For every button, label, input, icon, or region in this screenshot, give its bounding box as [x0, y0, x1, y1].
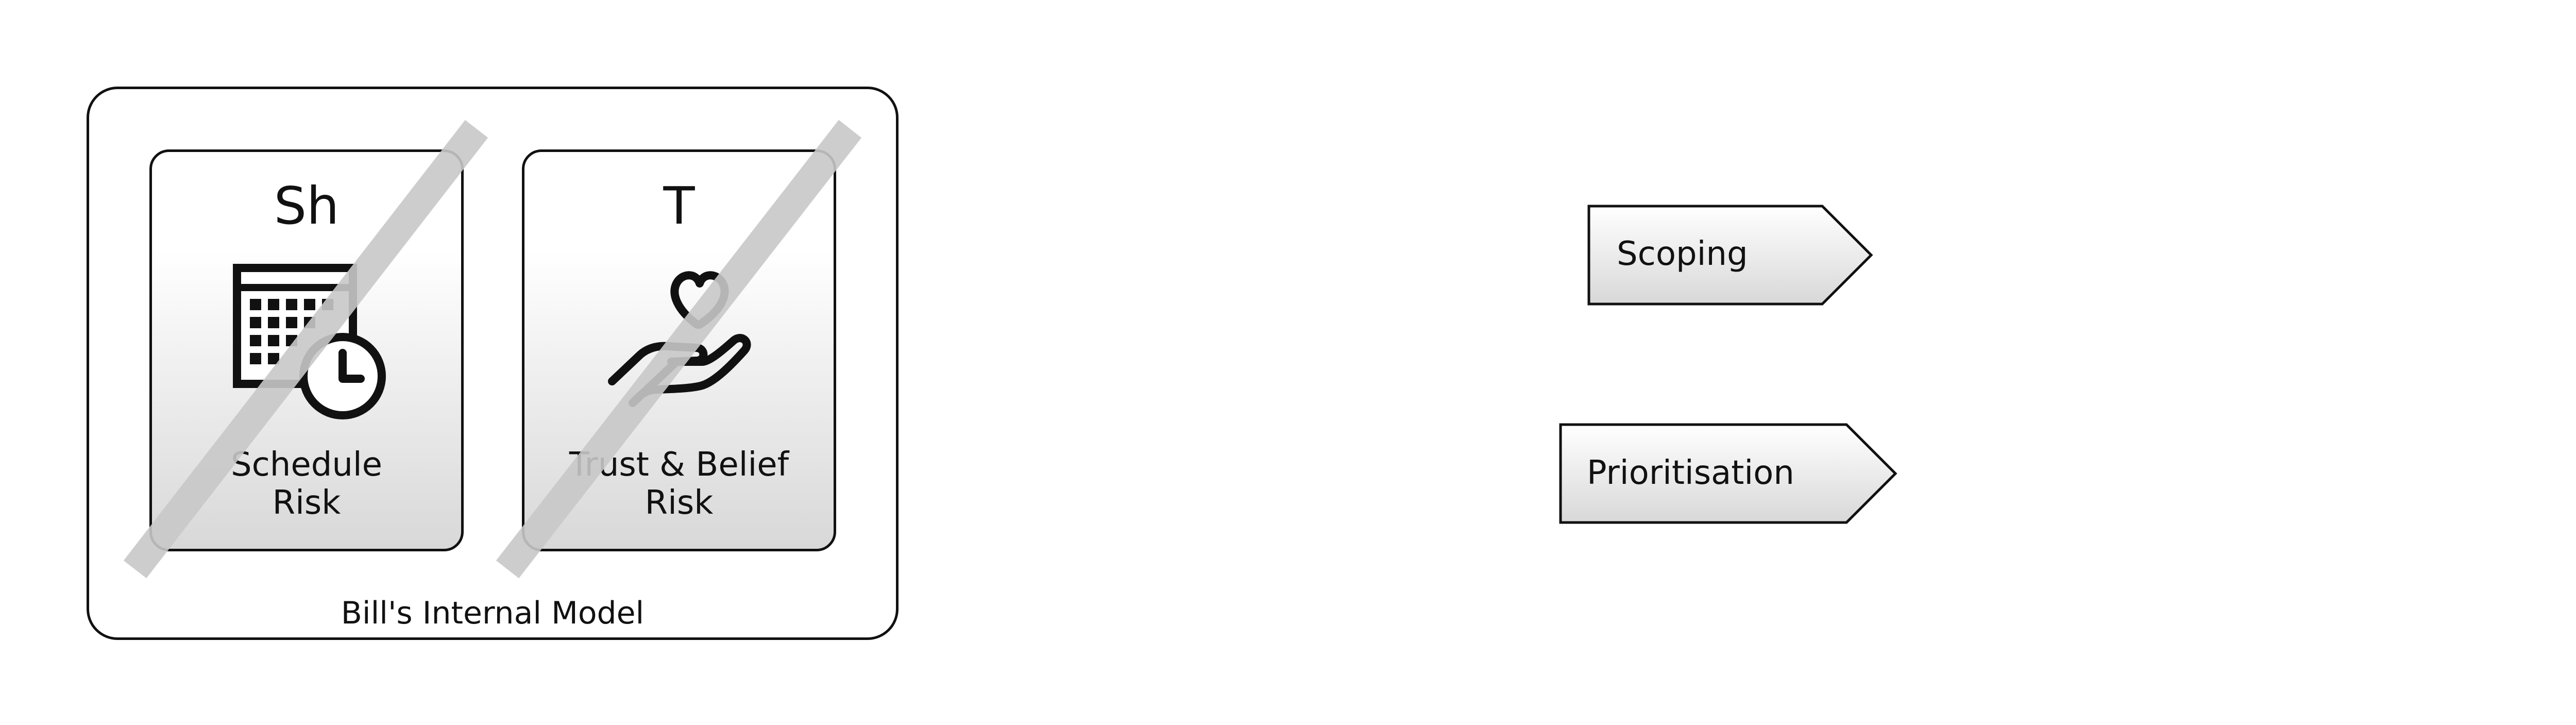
- scoping-arrow: [1587, 205, 1873, 306]
- schedule-risk-name-line1: Schedule: [230, 446, 383, 484]
- trust-belief-risk-name-line1: Trust & Belief: [569, 446, 789, 484]
- trust-belief-risk-card: T Trust & Belief Risk: [522, 149, 836, 551]
- schedule-risk-abbr: Sh: [274, 176, 340, 236]
- scoping-label: Scoping: [1617, 235, 1748, 273]
- prioritisation-arrow: [1559, 423, 1897, 524]
- heart-hand-icon: [608, 271, 751, 407]
- schedule-risk-card: Sh Schedule Risk: [149, 149, 464, 551]
- calendar-clock-icon: [233, 264, 386, 419]
- schedule-risk-name-line2: Risk: [272, 484, 341, 522]
- internal-model-label: Bill's Internal Model: [341, 595, 645, 631]
- prioritisation-label: Prioritisation: [1587, 454, 1794, 492]
- trust-belief-risk-abbr: T: [663, 176, 695, 236]
- trust-belief-risk-name: Trust & Belief Risk: [524, 446, 834, 522]
- trust-belief-risk-name-line2: Risk: [645, 484, 714, 522]
- schedule-risk-name: Schedule Risk: [152, 446, 461, 522]
